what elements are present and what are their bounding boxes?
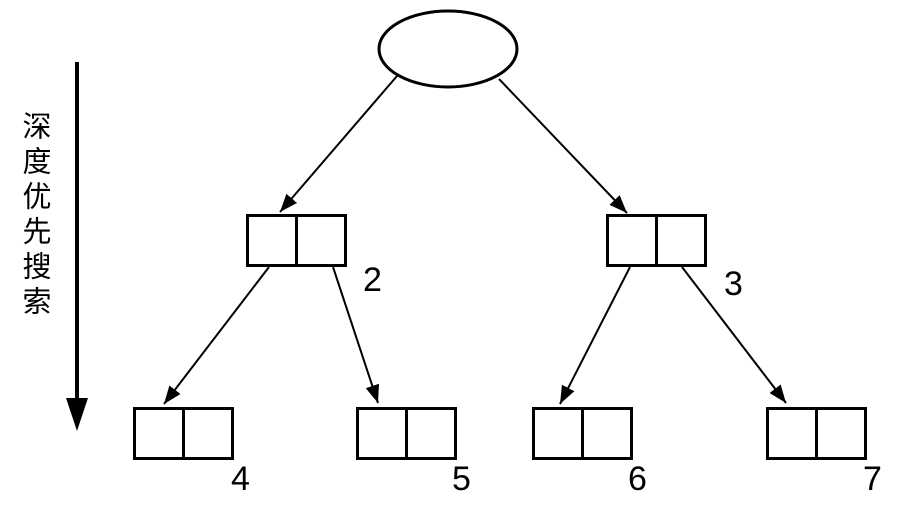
node-5-box	[356, 407, 457, 460]
node-4-cell-right	[185, 410, 231, 457]
node-5-label: 5	[452, 460, 471, 498]
node-5-cell-left	[359, 410, 408, 457]
node-2-cell-left	[249, 217, 298, 264]
node-4-label: 4	[231, 460, 250, 498]
node-3-cell-right	[658, 217, 704, 264]
node-2-box	[246, 214, 347, 267]
node-3-box	[606, 214, 707, 267]
node-4-box	[133, 407, 234, 460]
edge-root-to-node2	[279, 75, 398, 213]
node-2-label: 2	[363, 261, 382, 299]
dfs-direction-label: 深度优先搜索	[18, 111, 52, 321]
node-6-cell-left	[535, 410, 584, 457]
root-node-ellipse	[377, 9, 519, 89]
node-7-label: 7	[863, 460, 882, 498]
node-6-cell-right	[584, 410, 630, 457]
node-3-label: 3	[724, 265, 743, 303]
node-7-cell-left	[769, 410, 818, 457]
edge-node3-to-node7	[681, 266, 787, 404]
node-6-label: 6	[628, 460, 647, 498]
node-7-box	[766, 407, 867, 460]
node-6-box	[532, 407, 633, 460]
edge-node2-to-node4	[163, 266, 270, 405]
node-3-cell-left	[609, 217, 658, 264]
dfs-direction-arrow-icon	[66, 62, 88, 431]
node-2-cell-right	[298, 217, 344, 264]
node-4-cell-left	[136, 410, 185, 457]
edge-node2-to-node5	[332, 266, 379, 404]
edge-node3-to-node6	[559, 266, 631, 405]
node-7-cell-right	[818, 410, 864, 457]
edge-root-to-node3	[498, 78, 628, 214]
node-5-cell-right	[408, 410, 454, 457]
